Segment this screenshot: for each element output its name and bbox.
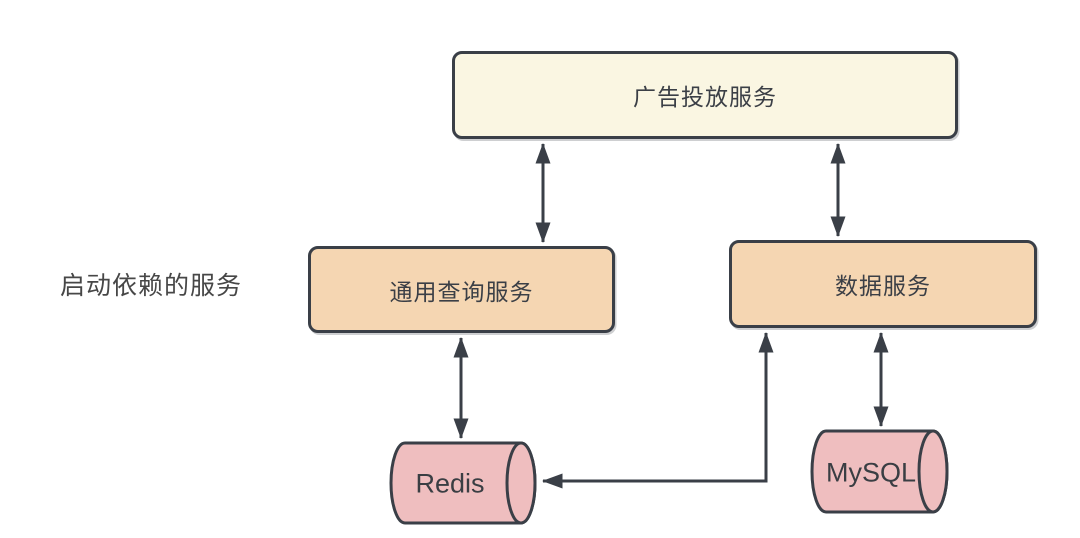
node-data-service-label: 数据服务 [835, 273, 931, 299]
node-query-service: 通用查询服务 [308, 246, 615, 333]
node-redis-label: Redis [415, 468, 485, 499]
node-ad-service-label: 广告投放服务 [633, 84, 777, 110]
node-query-service-label: 通用查询服务 [389, 278, 534, 305]
node-mysql-label: MySQL [825, 457, 917, 488]
node-ad-service: 广告投放服务 [452, 51, 958, 139]
node-data-service: 数据服务 [729, 240, 1037, 328]
mysql-cylinder [810, 429, 949, 514]
side-label: 启动依赖的服务 [60, 272, 243, 300]
redis-cylinder [389, 441, 537, 525]
edge-data-to-redis-elbow [542, 332, 774, 489]
redis-cylinder-cap [505, 441, 537, 525]
mysql-cylinder-cap [917, 429, 949, 514]
